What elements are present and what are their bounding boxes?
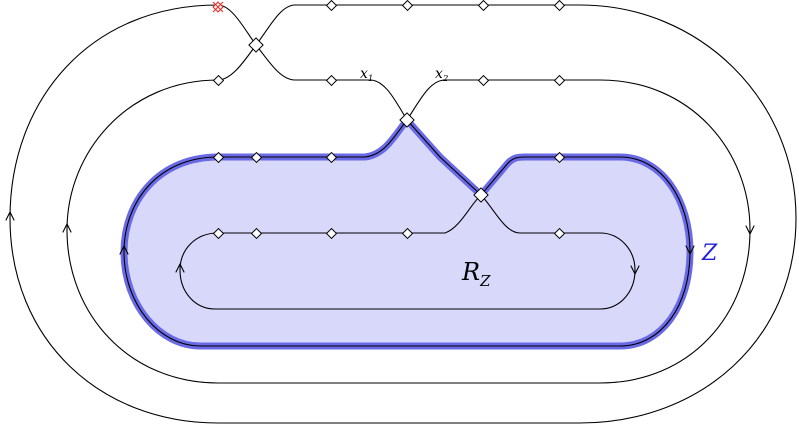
vertex: [212, 227, 225, 240]
marked-vertex: [212, 1, 224, 13]
vertex: [399, 112, 415, 128]
arrow-region-left: [119, 245, 129, 255]
region-outline: [123, 119, 691, 347]
vertex: [553, 227, 566, 240]
arrow-second-left: [62, 223, 72, 233]
vertex: [473, 187, 489, 203]
vertex: [325, 74, 338, 87]
second-track: [66, 44, 751, 384]
vertex: [477, 74, 490, 87]
vertex: [325, 227, 338, 240]
vertex: [553, 74, 566, 87]
vertex: [325, 151, 338, 164]
vertex: [477, 0, 490, 12]
outer-track: [9, 4, 797, 424]
vertex: [212, 151, 225, 164]
vertex: [248, 37, 264, 53]
vertex: [212, 74, 225, 87]
vertex: [401, 0, 414, 12]
direction-arrows: [5, 211, 755, 275]
vertex: [553, 0, 566, 12]
label-region-rz: RZ: [461, 258, 491, 290]
vertex: [553, 151, 566, 164]
label-boundary-z: Z: [701, 241, 718, 266]
arrow-inner-right: [630, 265, 640, 275]
marked-vertex-cross: [212, 1, 224, 13]
arrow-second-right: [745, 225, 755, 235]
vertex: [250, 227, 263, 240]
vertex: [401, 227, 414, 240]
label-x1: x1: [360, 66, 373, 84]
arrow-inner-left: [175, 263, 185, 273]
arrow-region-right: [685, 245, 695, 255]
arrow-outer-left: [5, 211, 15, 221]
vertex: [250, 151, 263, 164]
vertices: [212, 0, 566, 240]
vertex: [325, 0, 338, 12]
label-x2: x2: [435, 66, 449, 84]
